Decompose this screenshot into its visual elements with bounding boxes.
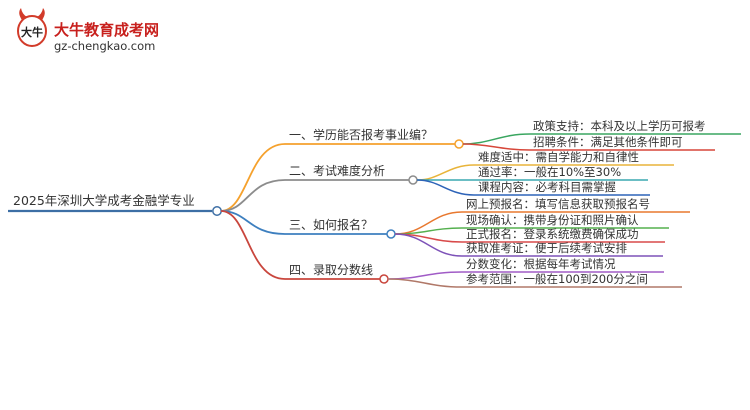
leaf-4-1-connector: [387, 271, 463, 280]
branch-1-connector-dot: [454, 139, 464, 149]
leaf-4-2-label: 参考范围：一般在100到200分之间: [466, 272, 648, 286]
leaf-2-3-label: 课程内容：必考科目需掌握: [478, 180, 616, 194]
leaf-1-2-connector: [462, 143, 531, 151]
leaf-4-1[interactable]: 分数变化：根据每年考试情况: [462, 257, 664, 273]
logo-title: 大牛教育成考网: [54, 21, 159, 39]
leaf-3-4-connector: [394, 233, 463, 257]
branch-4-connector: [220, 210, 286, 280]
leaf-4-2-connector: [387, 278, 463, 288]
leaf-4-1-label: 分数变化：根据每年考试情况: [466, 257, 616, 271]
leaf-3-1-label: 网上预报名：填写信息获取预报名号: [466, 197, 650, 211]
branch-4[interactable]: 四、录取分数线: [285, 262, 389, 284]
root-label: 2025年深圳大学成考金融学专业: [13, 193, 195, 208]
leaf-3-2-label: 现场确认：携带身份证和照片确认: [466, 213, 639, 227]
branch-2-connector-dot: [408, 175, 418, 185]
branch-2-connector: [220, 179, 286, 212]
branch-3-label: 三、如何报名？: [289, 217, 373, 232]
leaf-2-1[interactable]: 难度适中：需自学能力和自律性: [474, 150, 674, 166]
root-node[interactable]: 2025年深圳大学成考金融学专业: [8, 193, 222, 216]
logo-url: gz-chengkao.com: [54, 39, 155, 53]
branch-2[interactable]: 二、考试难度分析: [285, 163, 418, 185]
logo-glyph: 大牛: [21, 25, 43, 39]
leaf-3-2-connector: [394, 227, 463, 235]
branch-4-connector-dot: [379, 274, 389, 284]
leaf-2-3[interactable]: 课程内容：必考科目需掌握: [474, 180, 650, 196]
leaf-3-2[interactable]: 现场确认：携带身份证和照片确认: [462, 213, 669, 229]
logo-bull-icon: 大牛: [17, 8, 47, 47]
branch-1-label: 一、学历能否报考事业编？: [289, 127, 433, 142]
branch-3-connector: [220, 210, 286, 235]
leaf-3-3[interactable]: 正式报名：登录系统缴费确保成功: [462, 227, 665, 243]
leaf-1-1-connector: [462, 133, 531, 145]
branch-1[interactable]: 一、学历能否报考事业编？: [285, 127, 464, 149]
leaf-3-4[interactable]: 获取准考证：便于后续考试安排: [462, 241, 663, 257]
leaf-1-2[interactable]: 招聘条件：满足其他条件即可: [530, 135, 715, 151]
leaf-2-1-connector: [416, 164, 475, 181]
branch-2-label: 二、考试难度分析: [289, 163, 385, 178]
branch-1-connector: [220, 143, 286, 212]
leaf-2-1-label: 难度适中：需自学能力和自律性: [478, 150, 639, 164]
leaf-2-2[interactable]: 通过率：一般在10%至30%: [474, 165, 648, 181]
leaf-2-2-label: 通过率：一般在10%至30%: [478, 165, 621, 179]
leaf-1-1-label: 政策支持：本科及以上学历可报考: [533, 119, 706, 133]
leaf-4-2[interactable]: 参考范围：一般在100到200分之间: [462, 272, 682, 288]
root-connector: [212, 206, 222, 216]
leaf-2-3-connector: [416, 179, 475, 196]
site-logo[interactable]: 大牛 大牛教育成考网 gz-chengkao.com: [17, 8, 159, 53]
leaf-1-1[interactable]: 政策支持：本科及以上学历可报考: [530, 119, 741, 135]
leaf-3-4-label: 获取准考证：便于后续考试安排: [466, 241, 627, 255]
branch-3[interactable]: 三、如何报名？: [285, 217, 396, 239]
branch-3-connector-dot: [386, 229, 396, 239]
leaf-3-3-label: 正式报名：登录系统缴费确保成功: [466, 227, 639, 241]
leaf-1-2-label: 招聘条件：满足其他条件即可: [533, 135, 683, 149]
branch-4-label: 四、录取分数线: [289, 262, 373, 277]
leaf-3-1[interactable]: 网上预报名：填写信息获取预报名号: [462, 197, 690, 213]
